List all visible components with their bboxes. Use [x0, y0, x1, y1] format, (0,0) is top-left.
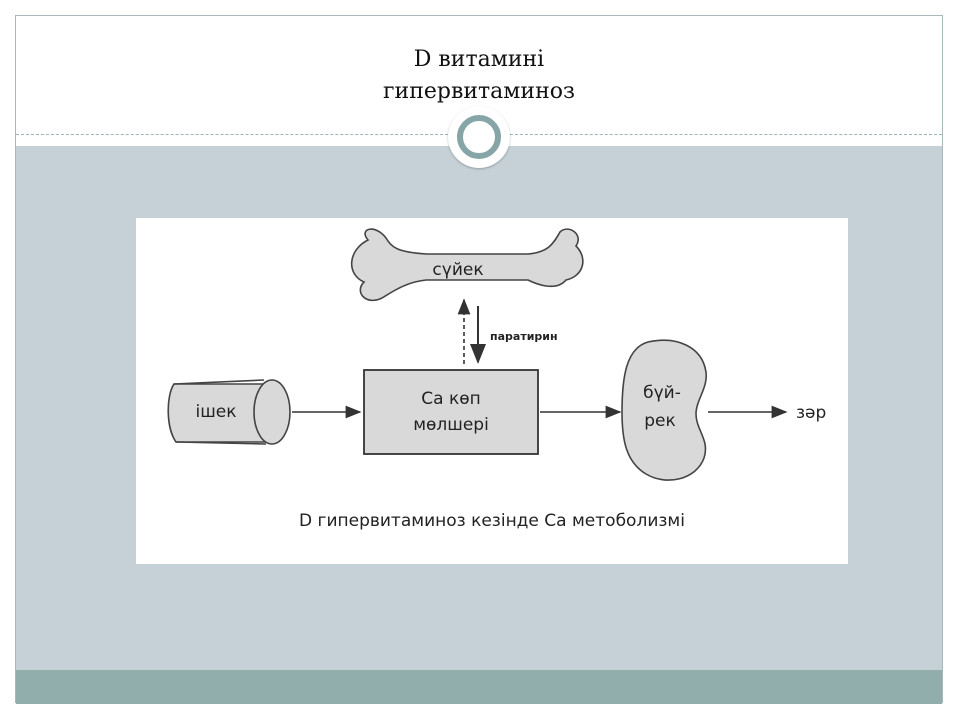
- diagram-figure: сүйек паратирин ішек Са көп мөлшері: [136, 218, 848, 564]
- kidney-shape: [621, 339, 707, 481]
- center-box-line-2: мөлшері: [413, 415, 489, 435]
- title-line-1: D витамині: [413, 47, 545, 72]
- title-area: D витамині гипервитаминоз: [16, 16, 942, 134]
- diagram-svg: сүйек паратирин ішек Са көп мөлшері: [167, 228, 826, 531]
- center-box: [363, 369, 539, 455]
- slide-title: D витамині гипервитаминоз: [16, 44, 942, 108]
- bone-label: сүйек: [432, 260, 483, 280]
- center-box-line-1: Са көп: [421, 389, 480, 409]
- ring-icon: [448, 106, 510, 168]
- slide: D витамині гипервитаминоз сүйек паратири…: [15, 15, 943, 704]
- kidney-line-2: рек: [644, 411, 676, 431]
- kidney-line-1: бүй-: [643, 383, 681, 403]
- title-line-2: гипервитаминоз: [383, 79, 575, 104]
- hormone-label: паратирин: [490, 330, 558, 343]
- ring-inner: [457, 115, 501, 159]
- urine-label: зәр: [796, 403, 826, 423]
- bone-shape: [350, 228, 584, 302]
- footer-band: [16, 670, 942, 704]
- diagram-caption: D гипервитаминоз кезінде Са метоболизмі: [299, 511, 685, 531]
- intestine-shape: [167, 379, 291, 445]
- intestine-label: ішек: [195, 402, 236, 422]
